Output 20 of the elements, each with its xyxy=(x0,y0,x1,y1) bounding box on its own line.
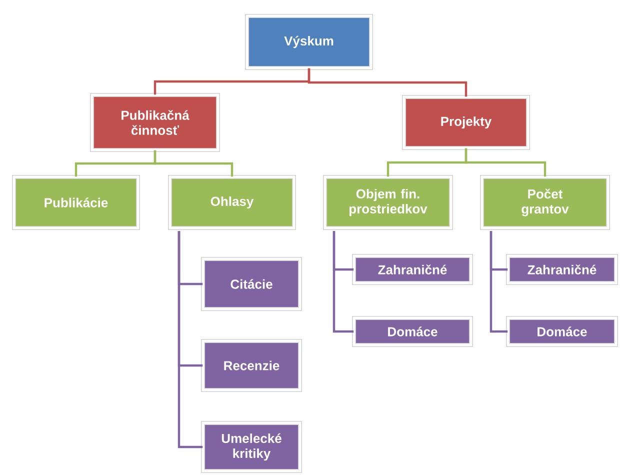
box: Domáce xyxy=(352,316,473,347)
box: Publikačná činnosť xyxy=(90,93,220,152)
box: Počet grantov xyxy=(480,175,610,230)
connector xyxy=(154,150,234,177)
connector xyxy=(332,231,354,333)
box: Recenzie xyxy=(201,339,302,392)
box: Zahraničné xyxy=(352,254,473,285)
box: Objem fin. prostriedkov xyxy=(323,175,453,230)
box: Ohlasy xyxy=(168,175,296,230)
box: Citácie xyxy=(201,257,302,311)
box: Projekty xyxy=(402,95,530,150)
box: Publikácie xyxy=(12,175,140,230)
box: Výskum xyxy=(245,14,373,70)
connector xyxy=(178,231,203,448)
connector xyxy=(464,148,546,177)
connector xyxy=(308,68,468,97)
box: Domáce xyxy=(506,316,618,347)
connector xyxy=(490,231,508,333)
box: Umelecké kritiky xyxy=(201,421,302,473)
box: Zahraničné xyxy=(506,254,618,285)
